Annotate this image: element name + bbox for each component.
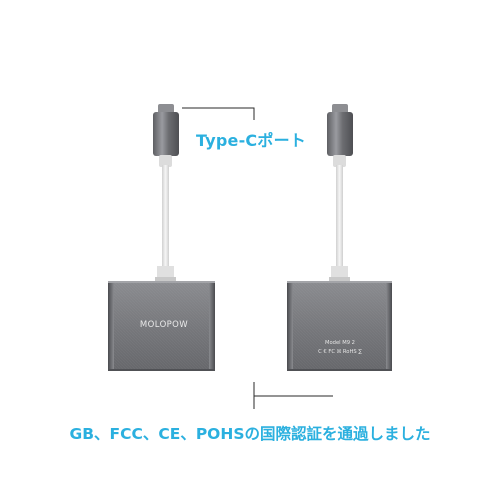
left-adapter [108, 104, 215, 371]
model-label: Model M9 2 [325, 340, 355, 346]
left-cable [162, 165, 169, 268]
port-callout-label: Type-Cポート [196, 131, 306, 150]
right-adapter [287, 104, 392, 371]
right-typec-plug [327, 112, 353, 156]
certification-callout: GB、FCC、CE、POHSの国際認証を通過しました [69, 425, 431, 443]
top-callout-lines [182, 107, 255, 120]
bottom-callout-lines [253, 382, 333, 409]
cert-marks-label: C € FC ☒ RoHS ∑ [318, 349, 362, 355]
right-cable [336, 165, 343, 268]
left-typec-plug [153, 112, 179, 156]
brand-logo: MOLOPOW [139, 320, 189, 330]
